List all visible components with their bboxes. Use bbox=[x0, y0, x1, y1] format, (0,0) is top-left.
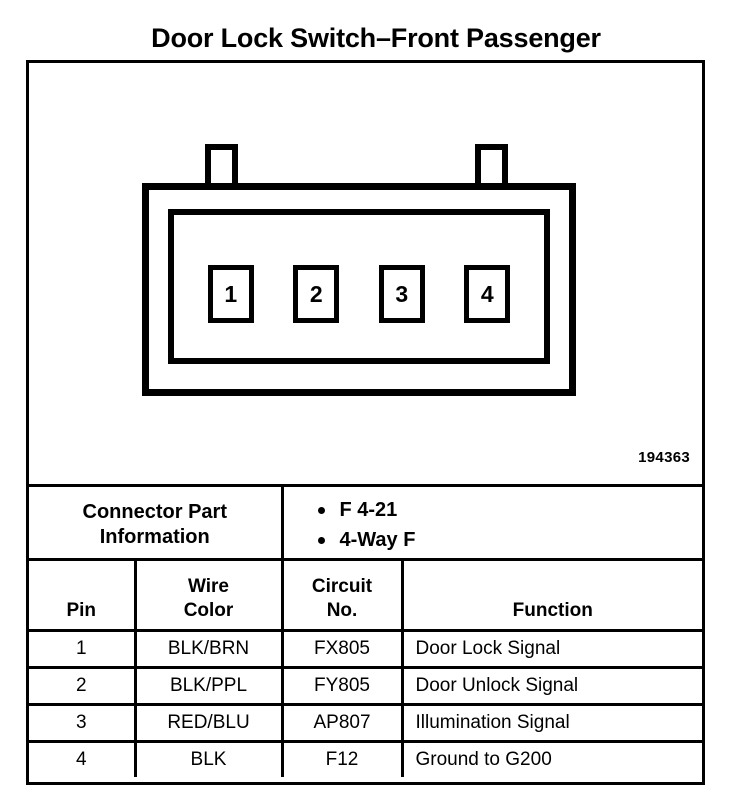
cell-pin: 2 bbox=[29, 666, 137, 706]
cell-circuit-no: AP807 bbox=[280, 703, 404, 743]
cell-pin: 4 bbox=[29, 740, 137, 777]
connector-body: 1 2 3 4 bbox=[142, 183, 576, 396]
pin-cavity-3: 3 bbox=[378, 265, 425, 323]
cell-function: Door Lock Signal bbox=[400, 629, 702, 669]
cell-pin: 1 bbox=[29, 629, 137, 669]
column-header-circuit-no-line2: No. bbox=[326, 600, 358, 621]
cell-function: Ground to G200 bbox=[400, 740, 702, 777]
cell-circuit-no: FY805 bbox=[280, 666, 404, 706]
table-header-row: Pin Wire Color Circuit No. Function bbox=[29, 558, 702, 632]
figure-number: 194363 bbox=[638, 449, 690, 466]
table-row: 3 RED/BLU AP807 Illumination Signal bbox=[29, 703, 702, 743]
cpi-bullet-1: 4-Way F bbox=[317, 525, 703, 555]
pin-cavity-3-label: 3 bbox=[395, 280, 409, 307]
connector-tab-right bbox=[475, 144, 508, 186]
table-row: 1 BLK/BRN FX805 Door Lock Signal bbox=[29, 629, 702, 669]
cell-wire-color: BLK/BRN bbox=[133, 629, 284, 669]
table-row: 4 BLK F12 Ground to G200 bbox=[29, 740, 702, 777]
pin-cavity-4-label: 4 bbox=[480, 280, 494, 307]
pin-cavity-4: 4 bbox=[464, 265, 511, 323]
column-header-function: Function bbox=[400, 558, 702, 632]
pin-assignment-table: Pin Wire Color Circuit No. Function 1 BL… bbox=[29, 558, 702, 777]
pin-cavity-2: 2 bbox=[293, 265, 340, 323]
column-header-circuit-no-line1: Circuit bbox=[311, 576, 373, 597]
connector-part-information-label: Connector Part Information bbox=[29, 484, 284, 566]
column-header-pin: Pin bbox=[29, 558, 137, 632]
cell-function: Door Unlock Signal bbox=[400, 666, 702, 706]
connector-cavity: 1 2 3 4 bbox=[168, 209, 550, 364]
cell-wire-color: BLK bbox=[133, 740, 284, 777]
cell-circuit-no: F12 bbox=[280, 740, 404, 777]
table-row: Connector Part Information F 4-21 4-Way … bbox=[29, 484, 703, 566]
column-header-wire-color: Wire Color bbox=[133, 558, 284, 632]
pin-cavity-row: 1 2 3 4 bbox=[174, 264, 544, 324]
connector-part-information-values: F 4-21 4-Way F bbox=[280, 484, 703, 566]
pin-cavity-1-label: 1 bbox=[224, 280, 238, 307]
diagram-sheet: 1 2 3 4 194363 bbox=[26, 60, 705, 785]
cpi-label-line1: Connector Part bbox=[82, 501, 227, 523]
column-header-wire-color-line2: Color bbox=[183, 600, 234, 621]
table-row: 2 BLK/PPL FY805 Door Unlock Signal bbox=[29, 666, 702, 706]
cpi-bullet-list: F 4-21 4-Way F bbox=[317, 495, 703, 555]
connector-part-information-table: Connector Part Information F 4-21 4-Way … bbox=[29, 484, 702, 566]
cell-function: Illumination Signal bbox=[400, 703, 702, 743]
cell-pin: 3 bbox=[29, 703, 137, 743]
connector-illustration: 1 2 3 4 194363 bbox=[29, 63, 702, 484]
pin-cavity-1: 1 bbox=[207, 265, 254, 323]
cell-wire-color: BLK/PPL bbox=[133, 666, 284, 706]
cell-circuit-no: FX805 bbox=[280, 629, 404, 669]
pin-cavity-2-label: 2 bbox=[309, 280, 323, 307]
column-header-circuit-no: Circuit No. bbox=[280, 558, 404, 632]
connector-tab-left bbox=[205, 144, 238, 186]
cpi-label-line2: Information bbox=[99, 526, 210, 548]
column-header-wire-color-line1: Wire bbox=[187, 576, 229, 597]
cpi-bullet-0: F 4-21 bbox=[317, 495, 703, 525]
page-title: Door Lock Switch–Front Passenger bbox=[151, 23, 601, 53]
cell-wire-color: RED/BLU bbox=[133, 703, 284, 743]
